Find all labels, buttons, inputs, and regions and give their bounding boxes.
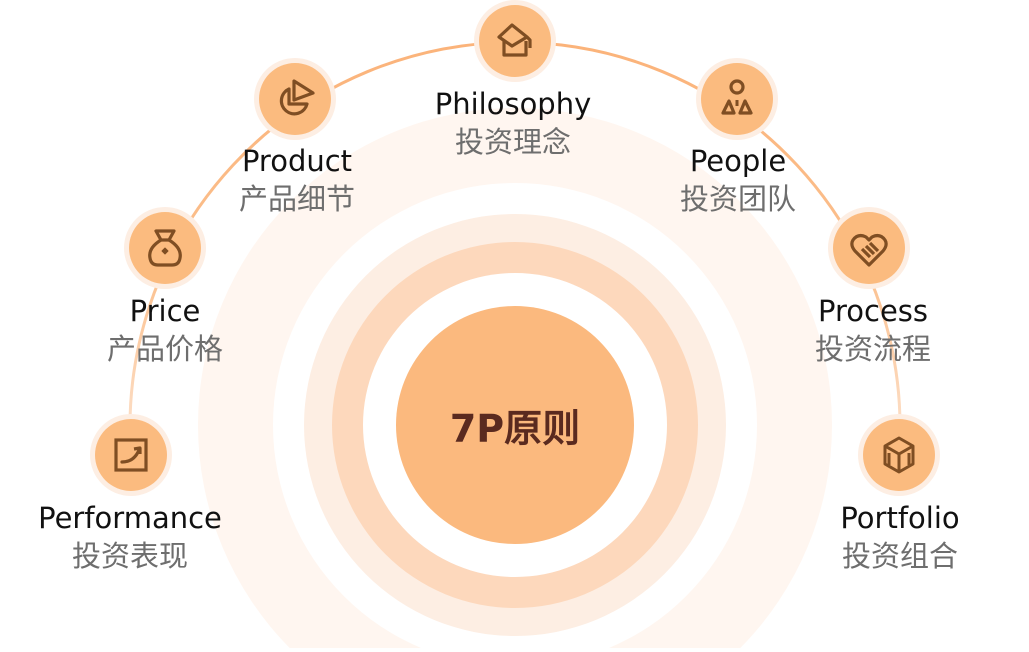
node-process[interactable] (828, 207, 910, 289)
center-title: 7P原则 (449, 406, 581, 451)
label-zh: 投资团队 (679, 182, 797, 216)
label-zh: 投资流程 (814, 332, 932, 366)
label-price: Price 产品价格 (107, 293, 223, 369)
node-portfolio[interactable] (858, 414, 940, 496)
label-en: Portfolio (840, 501, 960, 535)
money-bag-icon (148, 229, 182, 267)
cube-box-icon (883, 436, 915, 474)
handshake-heart-icon (850, 233, 888, 267)
label-zh: 投资理念 (454, 125, 571, 159)
core-circle (396, 306, 634, 544)
label-philosophy: Philosophy 投资理念 (435, 86, 592, 162)
pie-chart-icon (279, 79, 315, 116)
graduation-cap-icon (497, 23, 532, 57)
label-process: Process 投资流程 (815, 293, 931, 369)
label-portfolio: Portfolio 投资组合 (840, 500, 959, 576)
label-en: Price (129, 294, 201, 328)
label-zh: 产品细节 (238, 182, 356, 216)
label-en: Philosophy (434, 87, 592, 121)
label-zh: 投资表现 (71, 539, 188, 573)
label-en: Performance (38, 501, 222, 535)
trend-up-box-icon (114, 438, 148, 472)
label-people: People 投资团队 (680, 143, 796, 219)
node-people[interactable] (696, 58, 778, 140)
label-zh: 产品价格 (106, 332, 224, 366)
label-en: Process (817, 294, 929, 328)
label-en: People (689, 144, 787, 178)
node-price[interactable] (124, 207, 206, 289)
label-product: Product 产品细节 (239, 143, 355, 219)
node-product[interactable] (254, 58, 336, 140)
team-person-icon (721, 79, 753, 115)
label-zh: 投资组合 (841, 539, 958, 573)
node-performance[interactable] (90, 414, 172, 496)
node-philosophy[interactable] (474, 0, 556, 82)
label-performance: Performance 投资表现 (38, 500, 222, 576)
label-en: Product (241, 144, 353, 178)
